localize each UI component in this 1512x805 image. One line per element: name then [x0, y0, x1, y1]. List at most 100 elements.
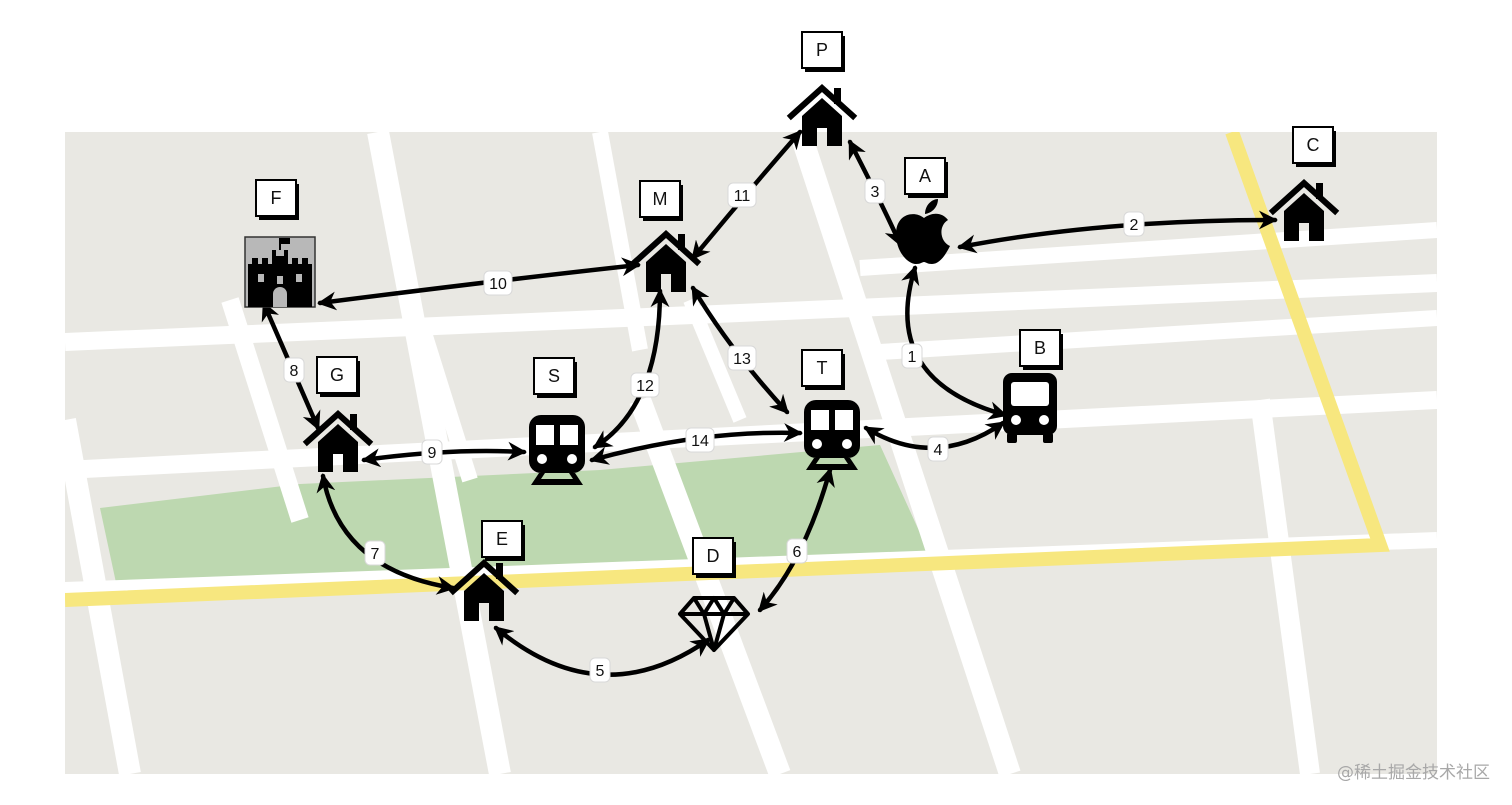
- edge-label-box: [727, 182, 757, 208]
- edge-label-8: 8: [283, 357, 305, 383]
- train-light: [812, 439, 822, 449]
- roof: [786, 83, 858, 121]
- train-light: [537, 454, 547, 464]
- roof: [302, 409, 374, 447]
- apple-body: [896, 213, 950, 264]
- edge-label-1: 1: [901, 343, 923, 369]
- edge-label-4: 4: [927, 436, 949, 462]
- castle-window: [258, 274, 264, 282]
- node-label-c: C: [1292, 126, 1336, 167]
- graph-nodes: [244, 83, 1340, 652]
- edge-weight: 11: [734, 188, 751, 205]
- edge-weight: 9: [428, 445, 437, 462]
- edge-label-box: [589, 657, 611, 683]
- apple-leaf: [925, 199, 938, 214]
- node-label-text: P: [816, 40, 828, 60]
- house-icon: [1268, 178, 1340, 241]
- train-light: [567, 454, 577, 464]
- train-window: [560, 425, 578, 445]
- label-box: [1292, 126, 1334, 164]
- house-icon: [448, 558, 520, 621]
- street: [1250, 398, 1320, 774]
- flag: [280, 238, 290, 244]
- bus-light: [1011, 415, 1021, 425]
- castle-window: [296, 274, 302, 282]
- bus-windshield: [1011, 382, 1049, 406]
- edge-label-5: 5: [589, 657, 611, 683]
- node-label-text: T: [817, 358, 828, 378]
- diamond-outline: [678, 596, 750, 652]
- node-label-text: C: [1307, 135, 1320, 155]
- node-label-text: G: [330, 365, 344, 385]
- edge-label-11: 11: [727, 182, 757, 208]
- train-rails: [806, 458, 858, 470]
- label-box: [255, 179, 297, 217]
- edge-label-3: 3: [864, 178, 886, 204]
- label-box: [533, 357, 575, 395]
- house-body: [318, 424, 358, 472]
- diamond-facets: [680, 596, 748, 652]
- roof: [630, 229, 702, 267]
- bus-wheel: [1043, 433, 1053, 443]
- edge-weight: 14: [691, 433, 709, 450]
- house-body: [1284, 193, 1324, 241]
- node-label-s: S: [533, 357, 577, 398]
- edge-label-2: 2: [1123, 211, 1145, 237]
- label-box: [316, 356, 358, 394]
- watermark: @稀土掘金技术社区: [1337, 763, 1490, 783]
- castle-gate: [273, 287, 287, 307]
- node-label-b: B: [1019, 329, 1063, 370]
- node-label-t: T: [801, 349, 845, 390]
- edge-g-e: [316, 473, 456, 595]
- train-window: [536, 425, 554, 445]
- edge-weight: 7: [371, 546, 380, 563]
- edge-label-box: [901, 343, 923, 369]
- edge-weight: 5: [596, 663, 605, 680]
- edge-weight: 10: [489, 276, 507, 293]
- label-box: [481, 520, 523, 558]
- castle-icon: [244, 236, 316, 308]
- edge-c-a: [957, 210, 1278, 254]
- house-body: [646, 244, 686, 292]
- node-label-a: A: [904, 157, 948, 198]
- edge-label-box: [927, 436, 949, 462]
- edge-weight: 8: [290, 363, 299, 380]
- chimney: [678, 234, 685, 250]
- bus-light: [1039, 415, 1049, 425]
- edge-label-box: [685, 427, 715, 453]
- edge-weight: 12: [636, 378, 654, 395]
- label-box: [904, 157, 946, 195]
- edge-weight: 1: [908, 349, 917, 366]
- train-rails: [531, 473, 583, 485]
- node-label-text: F: [271, 188, 282, 208]
- edge-weight: 2: [1130, 217, 1139, 234]
- chimney: [834, 88, 841, 104]
- edge-weight: 4: [934, 442, 943, 459]
- chimney: [350, 414, 357, 430]
- edge-label-7: 7: [364, 540, 386, 566]
- edge-label-box: [630, 372, 660, 398]
- roof: [1268, 178, 1340, 216]
- house-icon: [786, 83, 858, 146]
- train-window: [811, 410, 829, 430]
- label-box: [639, 180, 681, 218]
- roof: [448, 558, 520, 596]
- train-icon: [529, 415, 585, 485]
- train-light: [842, 439, 852, 449]
- chimney: [496, 563, 503, 579]
- edge-weight: 13: [733, 351, 751, 368]
- edge-weight: 3: [871, 184, 880, 201]
- train-window: [835, 410, 853, 430]
- node-label-e: E: [481, 520, 525, 561]
- street-map: [65, 132, 1437, 774]
- castle-window: [277, 276, 283, 284]
- node-label-text: B: [1034, 338, 1046, 358]
- house-icon: [302, 409, 374, 472]
- street: [789, 132, 1021, 774]
- label-box: [692, 537, 734, 575]
- edge-label-box: [1123, 211, 1145, 237]
- edge-label-12: 12: [630, 372, 660, 398]
- node-label-p: P: [801, 31, 845, 72]
- edge-label-14: 14: [685, 427, 715, 453]
